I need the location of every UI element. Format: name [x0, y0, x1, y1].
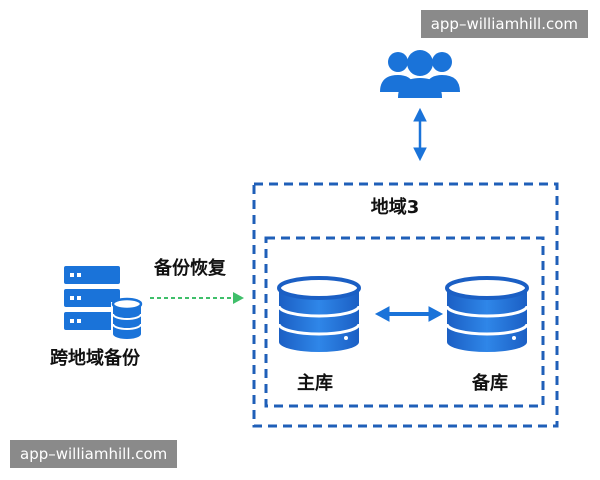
primary-database-label: 主库 [297, 372, 333, 394]
server-with-database-icon [64, 266, 143, 341]
backup-restore-arrow [150, 292, 244, 304]
standby-database-icon [445, 276, 529, 352]
users-group-icon [380, 50, 460, 98]
standby-database-label: 备库 [471, 372, 508, 394]
primary-database-icon [277, 276, 361, 352]
users-to-region-arrow [413, 107, 427, 162]
watermark-bottom: app­–­williamhill.com [10, 440, 178, 468]
region-inner-box [264, 236, 545, 408]
region-outer-box [252, 182, 559, 428]
backup-restore-label: 备份恢复 [153, 257, 227, 279]
region-label: 地域3 [371, 196, 420, 218]
replication-arrow [374, 306, 444, 322]
watermark-top: app­–­williamhill.com [420, 10, 588, 38]
cross-region-backup-label: 跨地域备份 [50, 347, 141, 369]
